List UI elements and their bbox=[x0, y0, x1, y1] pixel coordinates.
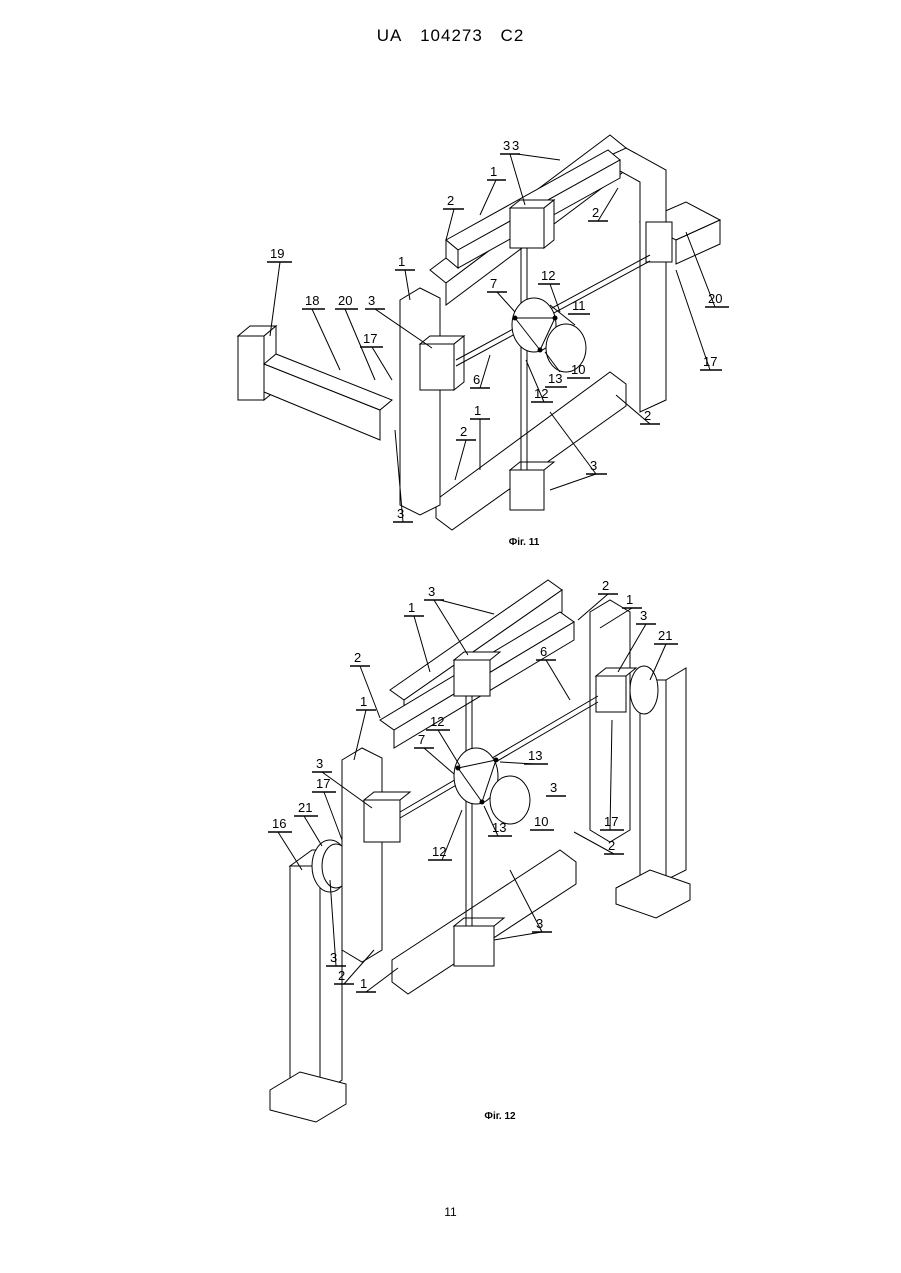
page-number: 11 bbox=[0, 1205, 901, 1219]
fig12-left-post bbox=[290, 866, 320, 1096]
fig12-label-2d: 2 bbox=[338, 968, 345, 983]
fig12-label-3: 3 bbox=[428, 584, 435, 599]
fig12-block-right bbox=[596, 676, 626, 712]
fig12-label-21b: 21 bbox=[298, 800, 312, 815]
fig12-label-17: 17 bbox=[316, 776, 330, 791]
fig12-right-base bbox=[616, 870, 690, 918]
fig12-label-13: 13 bbox=[528, 748, 542, 763]
fig12-label-12: 12 bbox=[430, 714, 444, 729]
fig12-label-2b: 2 bbox=[354, 650, 361, 665]
fig12-label-1d: 1 bbox=[360, 976, 367, 991]
fig12-cylinder bbox=[490, 776, 530, 824]
fig12-block-bottom bbox=[454, 926, 494, 966]
fig12-left-column bbox=[342, 748, 382, 962]
fig12-label-10: 10 bbox=[534, 814, 548, 829]
figure-12-caption: Фіг. 12 bbox=[470, 1111, 530, 1122]
fig12-label-21: 21 bbox=[658, 628, 672, 643]
fig12-label-6: 6 bbox=[540, 644, 547, 659]
fig12-label-16: 16 bbox=[272, 816, 286, 831]
fig12-label-3b: 3 bbox=[640, 608, 647, 623]
fig12-label-17b: 17 bbox=[604, 814, 618, 829]
fig12-label-1: 1 bbox=[408, 600, 415, 615]
fig12-label-1b: 1 bbox=[626, 592, 633, 607]
fig12-block-top bbox=[454, 660, 490, 696]
fig12-label-3d: 3 bbox=[550, 780, 557, 795]
fig12-label-7: 7 bbox=[418, 732, 425, 747]
fig12-label-1c: 1 bbox=[360, 694, 367, 709]
fig12-label-2: 2 bbox=[602, 578, 609, 593]
fig12-right-bearing bbox=[630, 666, 658, 714]
figure-12-drawing: 3 2 1 1 3 21 2 6 1 12 7 13 3 3 17 17 21 … bbox=[0, 0, 901, 1130]
fig12-label-12b: 12 bbox=[432, 844, 446, 859]
fig12-label-3c: 3 bbox=[316, 756, 323, 771]
